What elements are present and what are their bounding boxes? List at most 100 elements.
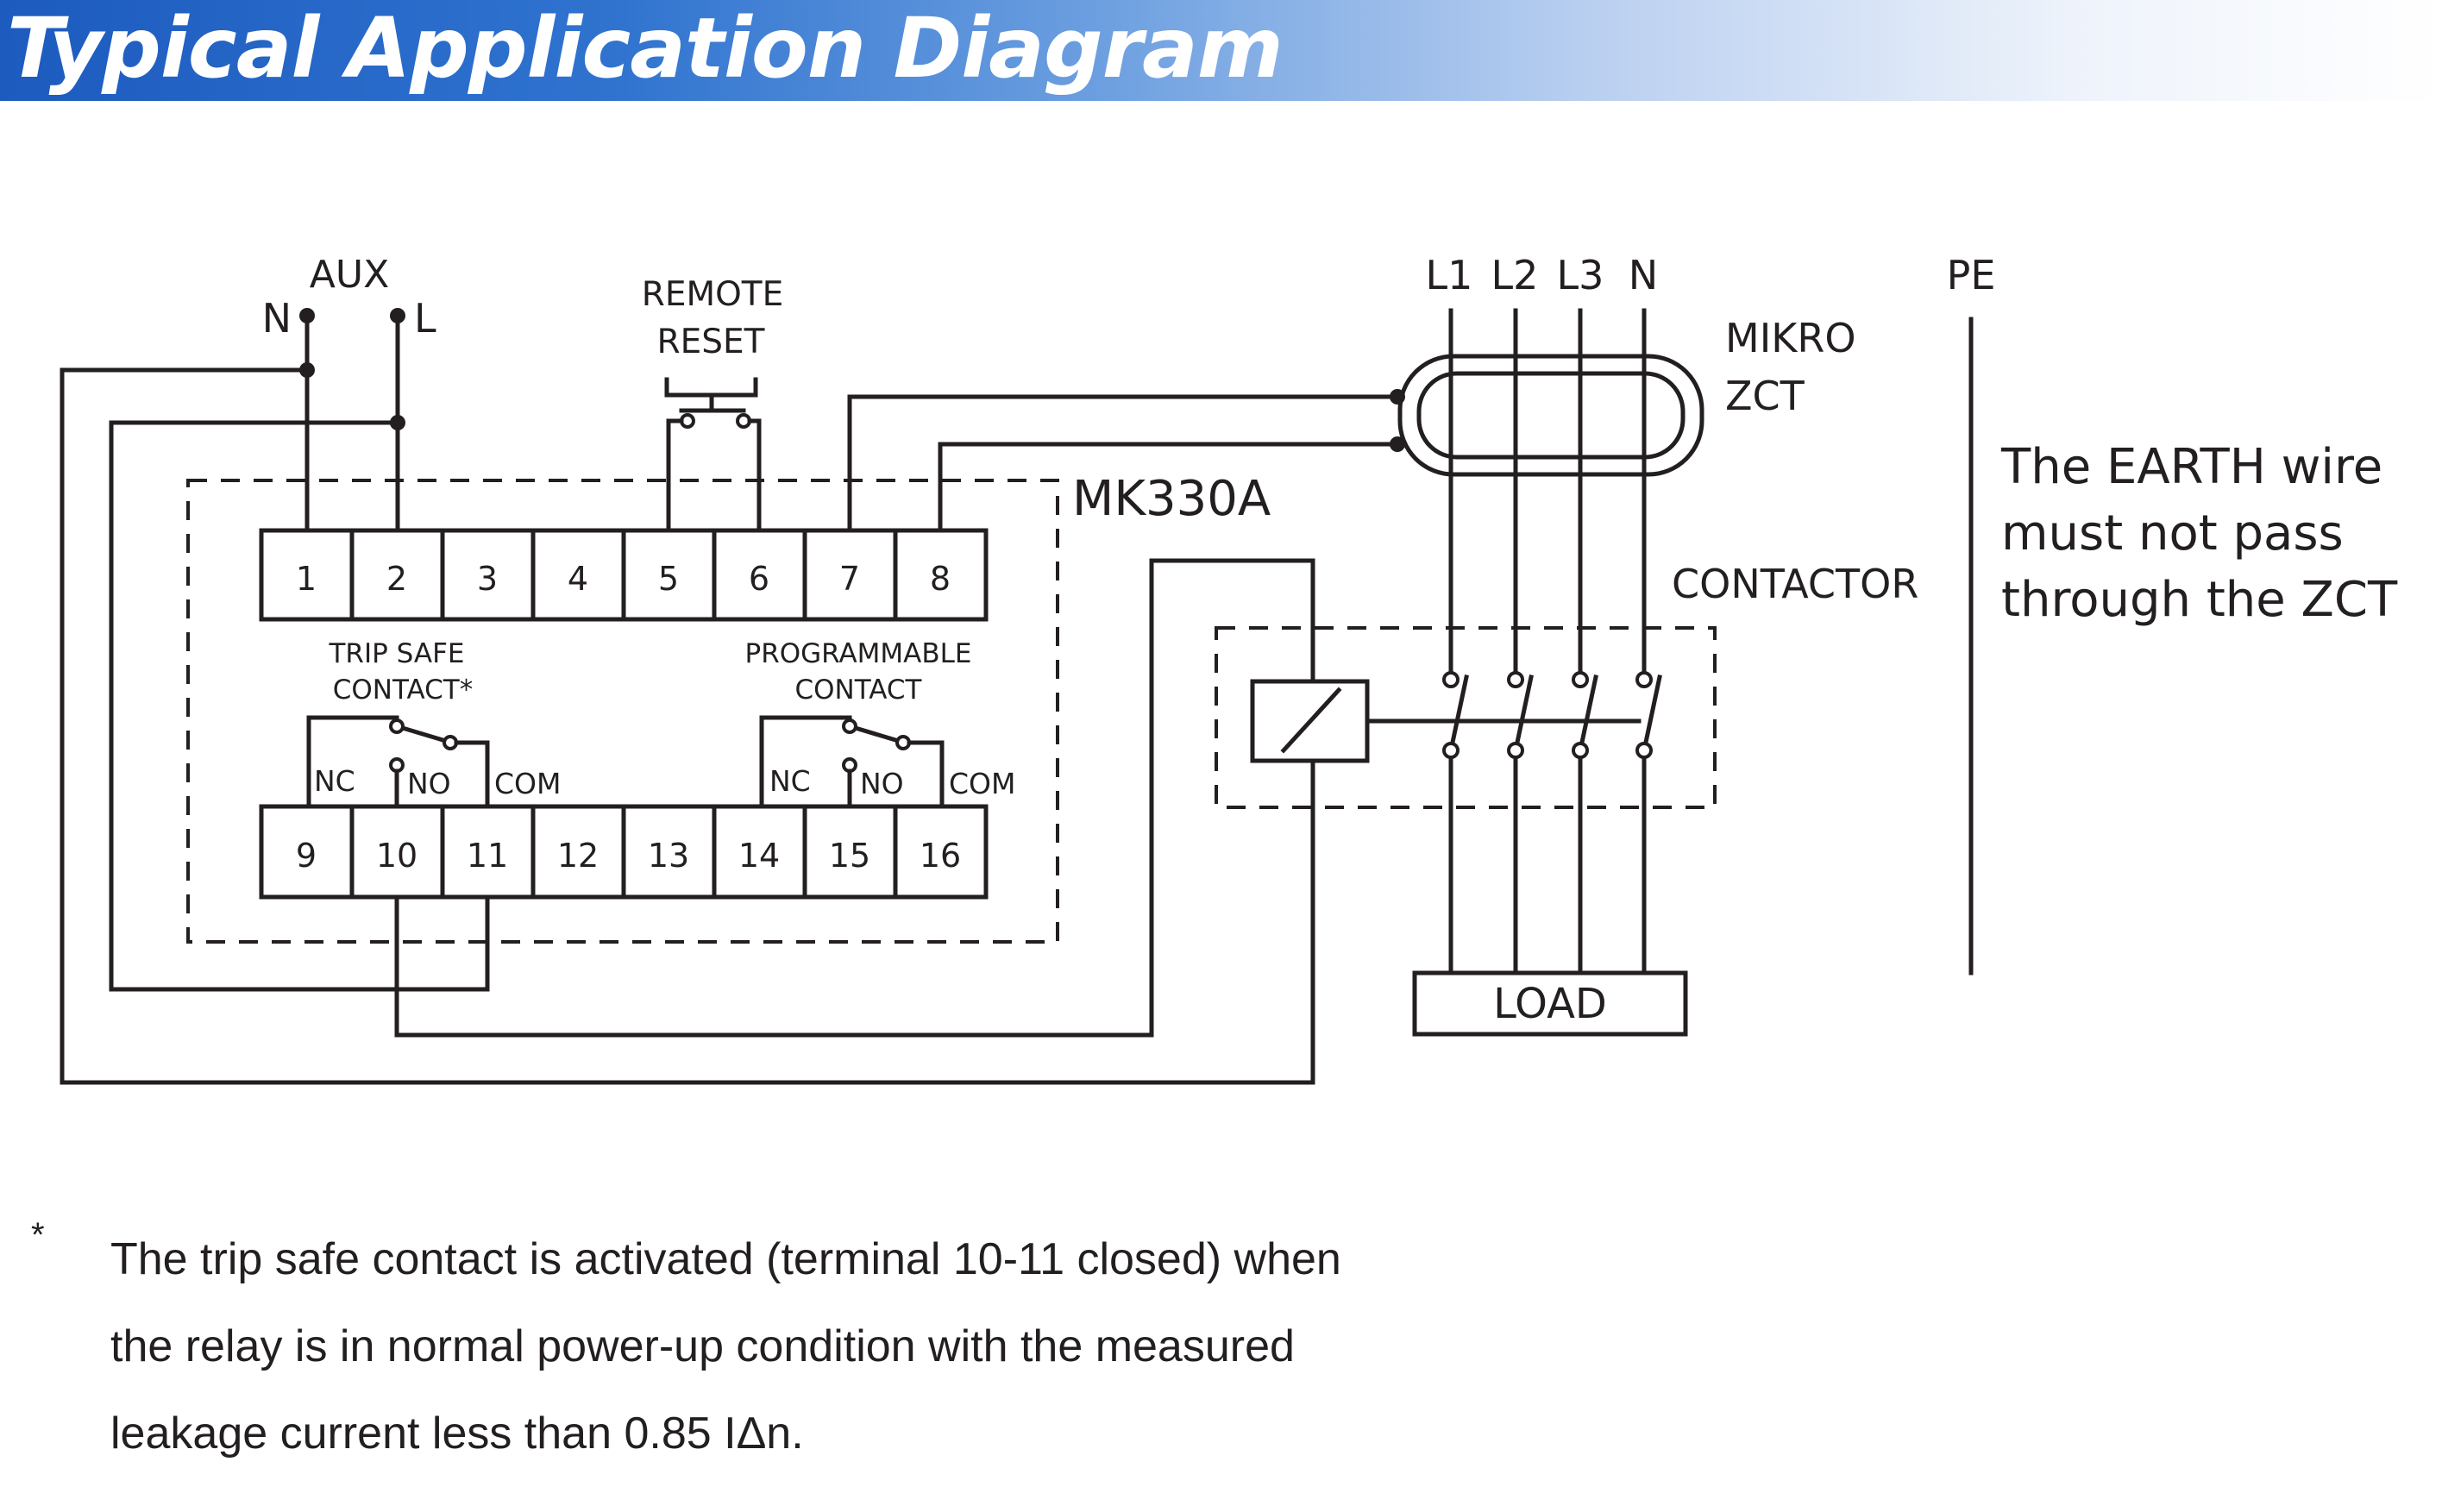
phase-label-l3: L3 bbox=[1557, 252, 1604, 298]
earth-note-line: through the ZCT bbox=[2001, 572, 2398, 628]
terminal-label: 14 bbox=[738, 837, 780, 875]
mk330a-label: MK330A bbox=[1072, 471, 1271, 527]
footnote-text: The trip safe contact is activated (term… bbox=[110, 1216, 1404, 1477]
earth-note-line: The EARTH wire bbox=[2000, 439, 2382, 495]
phase-label-l1: L1 bbox=[1426, 252, 1473, 298]
terminal-label: 12 bbox=[557, 837, 599, 875]
trip-com-label: COM bbox=[494, 767, 562, 800]
contact-point bbox=[1572, 671, 1589, 688]
switch-blade bbox=[846, 723, 905, 745]
terminal-label: 2 bbox=[386, 560, 407, 598]
terminal-8 bbox=[893, 528, 989, 622]
terminal-label: 6 bbox=[749, 560, 769, 598]
terminal-3 bbox=[440, 528, 536, 622]
trip-safe-contact: TRIP SAFE CONTACT* NC NO COM bbox=[306, 638, 562, 809]
mikro-zct: MIKRO ZCT bbox=[1397, 315, 1856, 477]
contact-point bbox=[1442, 671, 1460, 688]
terminal-label: 5 bbox=[658, 560, 679, 598]
load: LOAD bbox=[1412, 970, 1688, 1037]
main-contact-l1 bbox=[1448, 674, 1469, 753]
contactor-enclosure bbox=[1215, 626, 1717, 809]
zct-outer-ring bbox=[1397, 354, 1704, 477]
terminal-13 bbox=[621, 804, 717, 900]
aux-supply: AUX N L bbox=[262, 253, 436, 533]
contact-point bbox=[1442, 742, 1460, 759]
earth-note-line: must not pass bbox=[2001, 505, 2344, 562]
remote-reset-label: RESET bbox=[657, 323, 765, 361]
terminal-4 bbox=[530, 528, 626, 622]
neutral-to-coil-wire bbox=[60, 367, 1315, 1085]
terminal-12 bbox=[530, 804, 626, 900]
contactor: CONTACTOR bbox=[1215, 561, 1918, 809]
zct-wire-8 bbox=[938, 442, 1400, 533]
terminal-label: 4 bbox=[568, 560, 588, 598]
pushbutton-head bbox=[664, 377, 758, 398]
trip-safe-label: CONTACT* bbox=[333, 674, 474, 706]
terminal-5 bbox=[621, 528, 717, 622]
load-label: LOAD bbox=[1493, 980, 1607, 1028]
zct-label: ZCT bbox=[1725, 373, 1805, 419]
prog-com-label: COM bbox=[949, 767, 1016, 800]
terminal-6 bbox=[712, 528, 807, 622]
remote-reset-label: REMOTE bbox=[642, 275, 784, 314]
contact-point bbox=[1507, 671, 1524, 688]
trip-no-label: NO bbox=[407, 767, 451, 800]
aux-n-label: N bbox=[262, 295, 292, 342]
contact-point bbox=[1635, 671, 1653, 688]
bottom-terminal-strip: 9 10 11 12 13 14 15 16 bbox=[259, 804, 989, 900]
terminal-label: 9 bbox=[296, 837, 317, 875]
terminal-label: 13 bbox=[648, 837, 689, 875]
contact-point bbox=[1635, 742, 1653, 759]
footnote-line: the relay is in normal power-up conditio… bbox=[110, 1321, 1295, 1371]
contact-point bbox=[842, 718, 857, 734]
terminal-label: 3 bbox=[477, 560, 498, 598]
load-box bbox=[1412, 970, 1688, 1037]
remote-reset: REMOTE RESET bbox=[642, 275, 784, 533]
coil-symbol bbox=[1280, 687, 1342, 754]
zct-label: MIKRO bbox=[1725, 315, 1856, 361]
mk330a-module: MK330A 1 2 3 4 5 6 7 8 bbox=[186, 471, 1271, 944]
main-contact-l2 bbox=[1513, 674, 1534, 753]
contact-point bbox=[389, 718, 405, 734]
title-banner: Typical Application Diagram bbox=[0, 0, 2442, 101]
mk330a-enclosure bbox=[186, 479, 1059, 944]
programmable-label: CONTACT bbox=[794, 674, 922, 706]
supply-lines: L1 L2 L3 N bbox=[1426, 252, 1658, 976]
terminal-label: 7 bbox=[839, 560, 860, 598]
footnote-line: leakage current less than 0.85 IΔn. bbox=[110, 1408, 804, 1459]
terminal-label: 10 bbox=[376, 837, 417, 875]
programmable-contact: PROGRAMMABLE CONTACT NC NO COM bbox=[745, 638, 1016, 809]
contactor-label: CONTACTOR bbox=[1672, 561, 1918, 607]
no-to-coil-wire bbox=[394, 558, 1315, 1038]
terminal-label: 11 bbox=[467, 837, 508, 875]
contact-point bbox=[1507, 742, 1524, 759]
page-title: Typical Application Diagram bbox=[7, 0, 1284, 97]
main-contact-n bbox=[1642, 674, 1662, 753]
footnote-marker: * bbox=[31, 1216, 45, 1254]
terminal-label: 16 bbox=[920, 837, 961, 875]
zct-wire-7 bbox=[847, 394, 1400, 533]
live-to-com-wire bbox=[109, 420, 490, 992]
terminal-label: 8 bbox=[930, 560, 951, 598]
phase-label-n: N bbox=[1629, 252, 1658, 298]
trip-safe-label: TRIP SAFE bbox=[328, 638, 464, 669]
zct-inner-ring bbox=[1416, 371, 1686, 460]
terminal-14 bbox=[712, 804, 807, 900]
terminal-label: 1 bbox=[296, 560, 317, 598]
aux-l-label: L bbox=[414, 295, 436, 342]
switch-blade bbox=[393, 723, 452, 745]
contact-point bbox=[1572, 742, 1589, 759]
aux-label: AUX bbox=[310, 253, 389, 297]
reset-wire-6 bbox=[747, 418, 762, 533]
phase-label-l2: L2 bbox=[1491, 252, 1539, 298]
prog-nc-label: NC bbox=[769, 764, 811, 798]
com-lead bbox=[907, 740, 945, 809]
top-terminal-strip: 1 2 3 4 5 6 7 8 bbox=[259, 528, 989, 622]
com-lead bbox=[454, 740, 490, 809]
terminal-label: 15 bbox=[829, 837, 870, 875]
terminal-7 bbox=[802, 528, 898, 622]
trip-nc-label: NC bbox=[314, 764, 355, 798]
programmable-label: PROGRAMMABLE bbox=[745, 638, 972, 669]
earth: PE The EARTH wire must not pass through … bbox=[1947, 252, 2398, 976]
